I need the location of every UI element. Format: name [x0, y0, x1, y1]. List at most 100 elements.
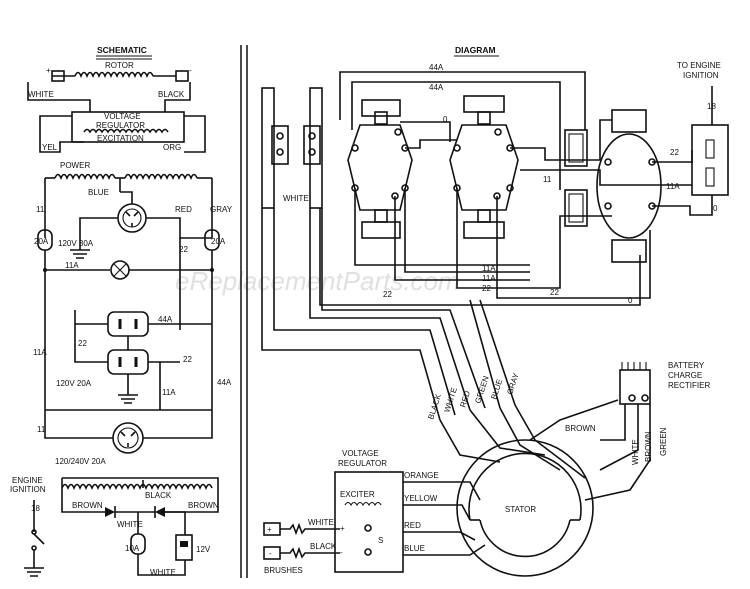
wire-white-label: WHITE: [28, 90, 54, 99]
vr-label-2: REGULATOR: [96, 121, 145, 130]
black2-label: BLACK: [145, 491, 172, 500]
yellow-label: YELLOW: [404, 494, 438, 503]
bundle-gray-label: GRAY: [505, 371, 521, 395]
brown-left-label: BROWN: [72, 501, 103, 510]
to-engine-label-1: TO ENGINE: [677, 61, 721, 70]
ignition-terminal-icon: [691, 124, 729, 196]
receptacle-20a-label: 120V 20A: [56, 379, 92, 388]
wire-black-label: BLACK: [158, 90, 185, 99]
d-n0c-label: 0: [628, 296, 633, 305]
d-white-label: WHITE: [283, 194, 309, 203]
brushes-label: BRUSHES: [264, 566, 303, 575]
rectifier-label-2: CHARGE: [668, 371, 702, 380]
brush-black-label: BLACK: [310, 542, 337, 551]
fuse-right-label: 20A: [211, 237, 226, 246]
bundle-white-label: WHITE: [442, 386, 459, 413]
w44b-label: 44A: [158, 315, 173, 324]
d-voltage-regulator-icon: [334, 471, 404, 573]
receptacle-240v-panel-icon: [596, 133, 662, 239]
s-label: S: [378, 536, 383, 545]
d-minus-label: -: [340, 548, 343, 557]
battery-icon: [175, 534, 193, 561]
minus-sign: -: [189, 66, 192, 75]
breaker-lower-icon: [564, 189, 588, 227]
red-label: RED: [175, 205, 192, 214]
d-blue-label: BLUE: [404, 544, 425, 553]
d-n11-label: 11: [543, 175, 552, 184]
d-brown-label: BROWN: [565, 424, 596, 433]
brush-white-label: WHITE: [308, 518, 334, 527]
ignition-switch-icon: [33, 533, 45, 545]
terminal-strip-icon: [271, 125, 289, 165]
watermark: eReplacementParts.com: [175, 266, 460, 296]
receptacle-panel-2-icon: [449, 124, 519, 211]
excitation-label: EXCITATION: [97, 134, 144, 143]
w11e-label: 11A: [162, 388, 176, 397]
bundle-black-label: BLACK: [426, 392, 443, 420]
brush-left-icon: [51, 70, 65, 82]
stator-label: STATOR: [505, 505, 536, 514]
bundle-blue-label: BLUE: [489, 378, 504, 401]
rotor-label: ROTOR: [105, 61, 134, 70]
fuse-left-label: 20A: [34, 237, 49, 246]
exciter-label: EXCITER: [340, 490, 375, 499]
w22a-label: 22: [179, 245, 188, 254]
receptacle-panel-1-icon: [347, 124, 413, 211]
engine-ignition-label-2: IGNITION: [10, 485, 46, 494]
receptacle-30a-icon: [117, 203, 147, 233]
power-label: POWER: [60, 161, 90, 170]
gray-label: GRAY: [210, 205, 233, 214]
d-vr-label-2: REGULATOR: [338, 459, 387, 468]
w44a-label: 44A: [217, 378, 232, 387]
brown-right-label: BROWN: [188, 501, 219, 510]
orange-label: ORANGE: [404, 471, 439, 480]
stator-icon: [456, 439, 594, 577]
rectifier-label-3: RECTIFIER: [668, 381, 710, 390]
d-n22-label: 22: [670, 148, 679, 157]
schematic-title: SCHEMATIC: [97, 45, 147, 55]
eng18-label: 18: [31, 504, 40, 513]
d-22-b-label: 22: [482, 284, 491, 293]
org-label: ORG: [163, 143, 181, 152]
w11c-label: 11A: [65, 261, 79, 270]
d-n11a-label: 11A: [666, 182, 680, 191]
bundle-red-label: RED: [458, 390, 472, 409]
d-red-label: RED: [404, 521, 421, 530]
outlet-lower-icon: [107, 349, 149, 375]
rect-brown-label: BROWN: [644, 431, 653, 462]
diode-left-icon: [105, 507, 115, 517]
white2-label: WHITE: [117, 520, 143, 529]
rectifier-label-1: BATTERY: [668, 361, 705, 370]
w11f-label: 11: [37, 425, 46, 434]
bundle-green-label: GREEN: [473, 375, 490, 405]
bundle-labels: BLACK: [426, 392, 443, 420]
d-44a-2-label: 44A: [429, 83, 444, 92]
brush-right-icon: [175, 70, 189, 82]
outlet-upper-icon: [107, 311, 149, 337]
v12-label: 12V: [196, 545, 211, 554]
brush-minus-icon: [263, 546, 281, 560]
diagram-title: DIAGRAM: [455, 45, 496, 55]
d-22-c-label: 22: [383, 290, 392, 299]
w22b-label: 22: [183, 355, 192, 364]
blue-label: BLUE: [88, 188, 109, 197]
receptacle-240v-label: 120/240V 20A: [55, 457, 106, 466]
w11a-label: 11: [36, 205, 45, 214]
brush-minus-sign: -: [269, 549, 272, 558]
d-11a-c-label: 11A: [482, 274, 496, 283]
rect-white-label: WHITE: [631, 439, 640, 465]
d-n0b-label: 0: [443, 115, 448, 124]
d-11a-b-label: 11A: [482, 264, 496, 273]
breaker-upper-icon: [564, 129, 588, 167]
d-plus-label: +: [340, 524, 345, 533]
white3-label: WHITE: [150, 568, 176, 577]
rectifier-icon: [619, 369, 651, 405]
receptacle-30a-label: 120V 30A: [58, 239, 94, 248]
to-engine-label-2: IGNITION: [683, 71, 719, 80]
brush-plus-sign: +: [267, 525, 272, 534]
d-22-d-label: 22: [550, 288, 559, 297]
plus-sign: +: [46, 66, 51, 75]
engine-ignition-label-1: ENGINE: [12, 476, 43, 485]
rect-green-label: GREEN: [659, 427, 668, 456]
